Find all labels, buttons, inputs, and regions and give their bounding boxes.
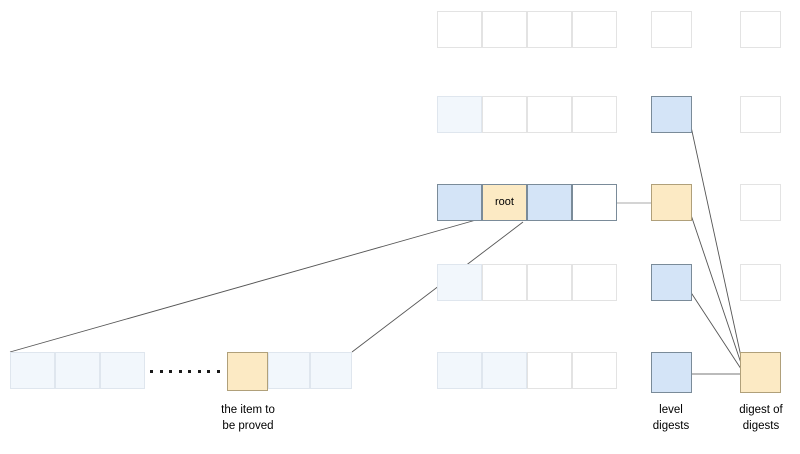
digest-of-digests-1[interactable]	[740, 11, 781, 48]
r1c3[interactable]	[527, 11, 572, 48]
digest-of-digests-5[interactable]	[740, 352, 781, 393]
level-digest-1[interactable]	[651, 11, 692, 48]
r2c4[interactable]	[572, 96, 617, 133]
digest-of-digests-3[interactable]	[740, 184, 781, 221]
digest-of-digests-4[interactable]	[740, 264, 781, 301]
leaf-l3[interactable]	[100, 352, 145, 389]
leaf-l1[interactable]	[10, 352, 55, 389]
r3c4[interactable]	[572, 184, 617, 221]
r4c1[interactable]	[437, 264, 482, 301]
r4c4[interactable]	[572, 264, 617, 301]
r3c3[interactable]	[527, 184, 572, 221]
r3c2[interactable]: root	[482, 184, 527, 221]
caption-item-to-be-proved: the item to be proved	[221, 404, 275, 432]
line-level-digest-3-to-dod	[689, 211, 746, 376]
leaf-l2[interactable]	[55, 352, 100, 389]
ellipsis-dot	[150, 369, 153, 373]
ellipsis-dot	[207, 369, 211, 373]
r5c3[interactable]	[527, 352, 572, 389]
level-digest-4[interactable]	[651, 264, 692, 301]
leaf-item[interactable]	[227, 352, 268, 391]
r4c2[interactable]	[482, 264, 527, 301]
line-root-to-leaf-left	[9, 219, 477, 353]
leaf-r3[interactable]	[310, 352, 352, 389]
caption-level-digests: level digests	[652, 404, 690, 432]
line-level-digest-4-to-dod	[689, 290, 746, 376]
r3c1[interactable]	[437, 184, 482, 221]
digest-of-digests-2[interactable]	[740, 96, 781, 133]
r2c2[interactable]	[482, 96, 527, 133]
level-digest-2[interactable]	[651, 96, 692, 133]
r5c1[interactable]	[437, 352, 482, 389]
r2c3[interactable]	[527, 96, 572, 133]
ellipsis-dot	[169, 369, 173, 373]
r1c4[interactable]	[572, 11, 617, 48]
r1c1[interactable]	[437, 11, 482, 48]
ellipsis-dot	[188, 369, 192, 373]
r2c1[interactable]	[437, 96, 482, 133]
row-ellipsis	[150, 369, 220, 373]
ellipsis-dot	[159, 369, 163, 373]
ellipsis-dot	[197, 369, 201, 373]
caption-digest-of-digests: digest of digests	[739, 404, 783, 432]
line-level-digest-2-to-dod	[689, 121, 746, 376]
root-cell-label: root	[495, 196, 514, 208]
leaf-r2[interactable]	[268, 352, 310, 389]
level-digest-3[interactable]	[651, 184, 692, 221]
r1c2[interactable]	[482, 11, 527, 48]
r5c2[interactable]	[482, 352, 527, 389]
ellipsis-dot	[178, 369, 182, 373]
level-digest-5[interactable]	[651, 352, 692, 393]
r5c4[interactable]	[572, 352, 617, 389]
ellipsis-dot	[216, 369, 220, 373]
r4c3[interactable]	[527, 264, 572, 301]
